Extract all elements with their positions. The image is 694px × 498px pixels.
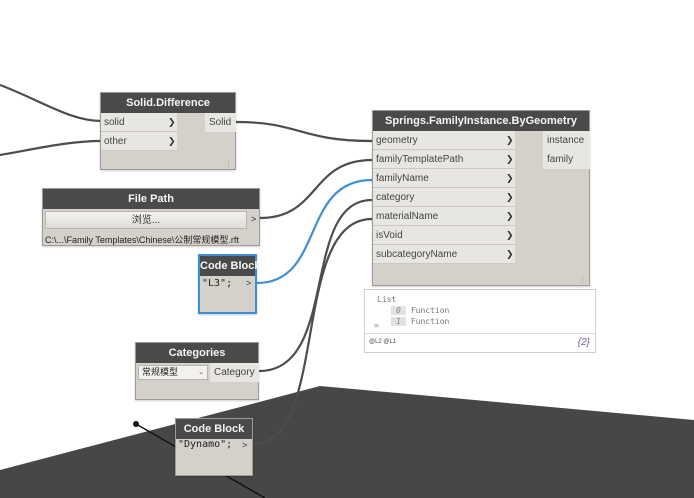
input-port-other[interactable]: other ❯ — [101, 132, 235, 151]
code-editor[interactable]: "Dynamo"; — [178, 439, 233, 450]
preview-list-item: 1 Function — [391, 317, 449, 326]
node-title[interactable]: Categories — [136, 343, 258, 363]
port-chevron-icon: ❯ — [506, 192, 514, 202]
port-chevron-icon: ❯ — [168, 117, 176, 127]
port-chevron-icon: ❯ — [506, 154, 514, 164]
node-title[interactable]: File Path — [43, 189, 259, 209]
springs-family-instance-node[interactable]: Springs.FamilyInstance.ByGeometry geomet… — [372, 110, 590, 286]
port-chevron-icon: ❯ — [506, 173, 514, 183]
output-port-instance[interactable]: instance — [543, 131, 590, 150]
resize-grip-icon[interactable]: ⋮ — [225, 161, 232, 168]
port-label: isVoid — [373, 226, 515, 245]
list-levels[interactable]: @L2 @L1 — [369, 339, 397, 345]
output-port-code[interactable]: > — [246, 278, 252, 288]
port-chevron-icon: ❯ — [168, 136, 176, 146]
code-block-l3-node[interactable]: Code Block "L3"; > — [198, 254, 261, 314]
node-title[interactable]: Springs.FamilyInstance.ByGeometry — [373, 111, 589, 131]
file-path-node[interactable]: File Path 浏览... > C:\...\Family Template… — [42, 188, 260, 246]
output-port-code[interactable]: > — [242, 440, 248, 450]
chevron-down-icon: ⌄ — [198, 369, 204, 376]
preview-list-header: List — [377, 295, 397, 304]
dropdown-value: 常规模型 — [142, 367, 179, 377]
port-label: geometry — [373, 131, 515, 150]
port-label: category — [373, 188, 515, 207]
collapse-icon[interactable]: ≡ — [374, 321, 379, 330]
wire-into-solid[interactable] — [0, 83, 102, 123]
input-port-isvoid[interactable]: isVoid ❯ — [373, 226, 589, 245]
preview-index: 0 — [391, 306, 406, 315]
code-editor[interactable]: "L3"; — [202, 278, 233, 289]
output-port-family[interactable]: family — [543, 150, 590, 169]
port-chevron-icon: ❯ — [506, 211, 514, 221]
categories-node[interactable]: Categories 常规模型 ⌄ Category — [135, 342, 259, 400]
port-label: other — [101, 132, 177, 151]
wire-dynamo-to-material[interactable] — [252, 217, 373, 446]
input-port-solid[interactable]: solid ❯ Solid — [101, 113, 236, 132]
file-path-value: C:\...\Family Templates\Chinese\公制常规模型.r… — [45, 235, 239, 245]
port-label: materialName — [373, 207, 515, 226]
wire-filepath-to-template[interactable] — [259, 158, 373, 220]
node-title[interactable]: Code Block — [176, 419, 252, 439]
wire-into-other[interactable] — [0, 139, 102, 157]
node-title[interactable]: Code Block — [200, 256, 261, 276]
list-count: {2} — [577, 337, 590, 348]
input-port-geometry[interactable]: geometry ❯ instance — [373, 131, 590, 150]
solid-difference-node[interactable]: Solid.Difference solid ❯ Solid other ❯ ⋮ — [100, 92, 236, 170]
preview-list-item: 0 Function — [391, 306, 449, 315]
browse-button[interactable]: 浏览... — [45, 211, 247, 229]
port-chevron-icon: ❯ — [506, 135, 514, 145]
port-chevron-icon: ❯ — [506, 249, 514, 259]
code-block-dynamo-node[interactable]: Code Block "Dynamo"; > — [175, 418, 253, 476]
preview-value: Function — [410, 306, 450, 315]
input-port-familytemplatepath[interactable]: familyTemplatePath ❯ family — [373, 150, 590, 169]
port-label: solid — [101, 113, 177, 132]
category-dropdown[interactable]: 常规模型 ⌄ — [138, 365, 208, 380]
preview-index: 1 — [391, 317, 406, 326]
port-label: familyName — [373, 169, 515, 188]
resize-grip-icon[interactable]: ⋮ — [579, 277, 586, 284]
input-port-familyname[interactable]: familyName ❯ — [373, 169, 589, 188]
port-label: subcategoryName — [373, 245, 515, 264]
input-port-subcategoryname[interactable]: subcategoryName ❯ — [373, 245, 589, 264]
node-title[interactable]: Solid.Difference — [101, 93, 235, 113]
ground-plane — [0, 386, 694, 498]
output-port-solid[interactable]: Solid — [205, 113, 236, 132]
wire-codeblock-to-familyname[interactable] — [256, 178, 373, 285]
port-label: familyTemplatePath — [373, 150, 515, 169]
preview-value: Function — [410, 317, 450, 326]
axis-origin — [133, 421, 139, 427]
input-port-materialname[interactable]: materialName ❯ — [373, 207, 589, 226]
port-chevron-icon: ❯ — [506, 230, 514, 240]
preview-footer: @L2 @L1 {2} — [365, 333, 595, 353]
output-port-path[interactable]: > — [251, 214, 257, 224]
output-port-category[interactable]: Category — [210, 363, 259, 382]
input-port-category[interactable]: category ❯ — [373, 188, 589, 207]
wire-solid-to-geometry[interactable] — [235, 120, 373, 143]
